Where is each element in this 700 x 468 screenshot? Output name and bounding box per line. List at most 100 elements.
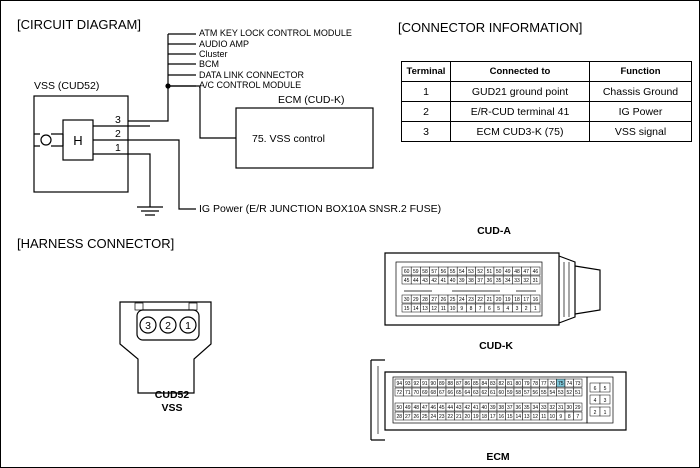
connector-info-heading: [CONNECTOR INFORMATION] [398,20,582,35]
pin-number: 18 [514,297,520,303]
pin-number: 48 [413,405,419,411]
pin-number: 33 [541,405,547,411]
pin-number: 2 [525,306,528,312]
pin-cell [530,266,541,276]
pin-number: 38 [468,278,474,284]
pin-number: 31 [558,405,564,411]
connected-to-cell: ECM CUD3-K (75) [450,121,590,142]
pin-number: 92 [413,381,419,387]
harness-connector-heading: [HARNESS CONNECTOR] [17,236,174,251]
pin-number: 59 [413,269,419,275]
function-cell: VSS signal [589,121,692,142]
ecm-connector-label: ECM [486,451,510,463]
pin-number: 68 [430,390,436,396]
pin-number: 20 [464,414,470,420]
pin-number: 93 [405,381,411,387]
pin-number: 10 [450,306,456,312]
pin-number: 91 [422,381,428,387]
pin-number: 87 [456,381,462,387]
pin-number: 43 [456,405,462,411]
pin-number: 57 [431,269,437,275]
terminal-cell: 3 [401,121,451,142]
pin-number: 35 [496,278,502,284]
pin-number: 50 [496,269,502,275]
table-row: 1 GUD21 ground point Chassis Ground [401,81,692,102]
pin-number: 11 [541,414,546,420]
ground-symbol [137,206,163,216]
pin-number: 55 [541,390,547,396]
pin-number: 23 [439,414,445,420]
pin-number: 42 [464,405,470,411]
pin-number: 47 [422,405,428,411]
pin-number: 34 [532,405,538,411]
module-cluster: Cluster [199,49,228,59]
pin-number: 43 [422,278,428,284]
pin-number: 88 [447,381,453,387]
pin-number: 59 [507,390,513,396]
pin-number: 21 [456,414,462,420]
pin-number: 39 [490,405,496,411]
pin-cell [599,394,611,405]
function-cell: IG Power [589,101,692,122]
pin-number: 44 [413,278,419,284]
cud-a-label: CUD-A [477,225,511,237]
vss-connector-sublabel: VSS [161,402,182,414]
pin-number: 16 [498,414,504,420]
pin-number: 89 [439,381,445,387]
vss-pin-1: 1 [185,320,191,332]
pin-cell [599,382,611,393]
pin-number: 58 [515,390,521,396]
pin-number: 32 [523,278,529,284]
pin-number: 82 [498,381,504,387]
pin-number: 86 [464,381,470,387]
pin-number: 40 [481,405,487,411]
pin-number: 28 [422,297,428,303]
pin-number: 53 [558,390,564,396]
module-data-link-connector: DATA LINK CONNECTOR [199,70,305,80]
pin-number: 23 [468,297,474,303]
pin-number: 10 [549,414,555,420]
function-cell: Chassis Ground [589,81,692,102]
pin-cell [530,303,541,313]
pin-number: 8 [568,414,571,420]
pin-number: 51 [575,390,581,396]
pin-number: 1 [604,410,607,416]
pin-number: 55 [450,269,456,275]
pin-number: 18 [481,414,487,420]
pin-number: 83 [490,381,496,387]
hall-symbol: H [73,133,82,148]
pin-number: 78 [532,381,538,387]
pin-cell [530,275,541,285]
pin-number: 21 [487,297,493,303]
pin-number: 73 [575,381,581,387]
connected-to-cell: GUD21 ground point [450,81,590,102]
pin-wiring [128,125,196,216]
pin-number: 85 [473,381,479,387]
pin-cell [573,411,583,421]
pin-number: 74 [566,381,572,387]
pin-number: 25 [450,297,456,303]
pin-number: 60 [498,390,504,396]
pin-number: 45 [439,405,445,411]
pin-number: 26 [413,414,419,420]
col-terminal: Terminal [401,61,451,82]
pin-number: 65 [456,390,462,396]
pin-number: 36 [515,405,521,411]
pin-number: 46 [533,269,539,275]
pin-number: 35 [524,405,530,411]
connected-to-cell: E/R-CUD terminal 41 [450,101,590,122]
pin-number: 3 [604,398,607,404]
pin-number: 29 [575,405,581,411]
pin-number: 2 [594,410,597,416]
pin-number: 70 [413,390,419,396]
col-function: Function [589,61,692,82]
module-atm-key-lock: ATM KEY LOCK CONTROL MODULE [199,28,352,38]
ecm-function: 75. VSS control [252,133,325,145]
pin-number: 32 [549,405,555,411]
pin-number: 84 [481,381,487,387]
pin-number: 60 [404,269,410,275]
pin-number: 90 [430,381,436,387]
